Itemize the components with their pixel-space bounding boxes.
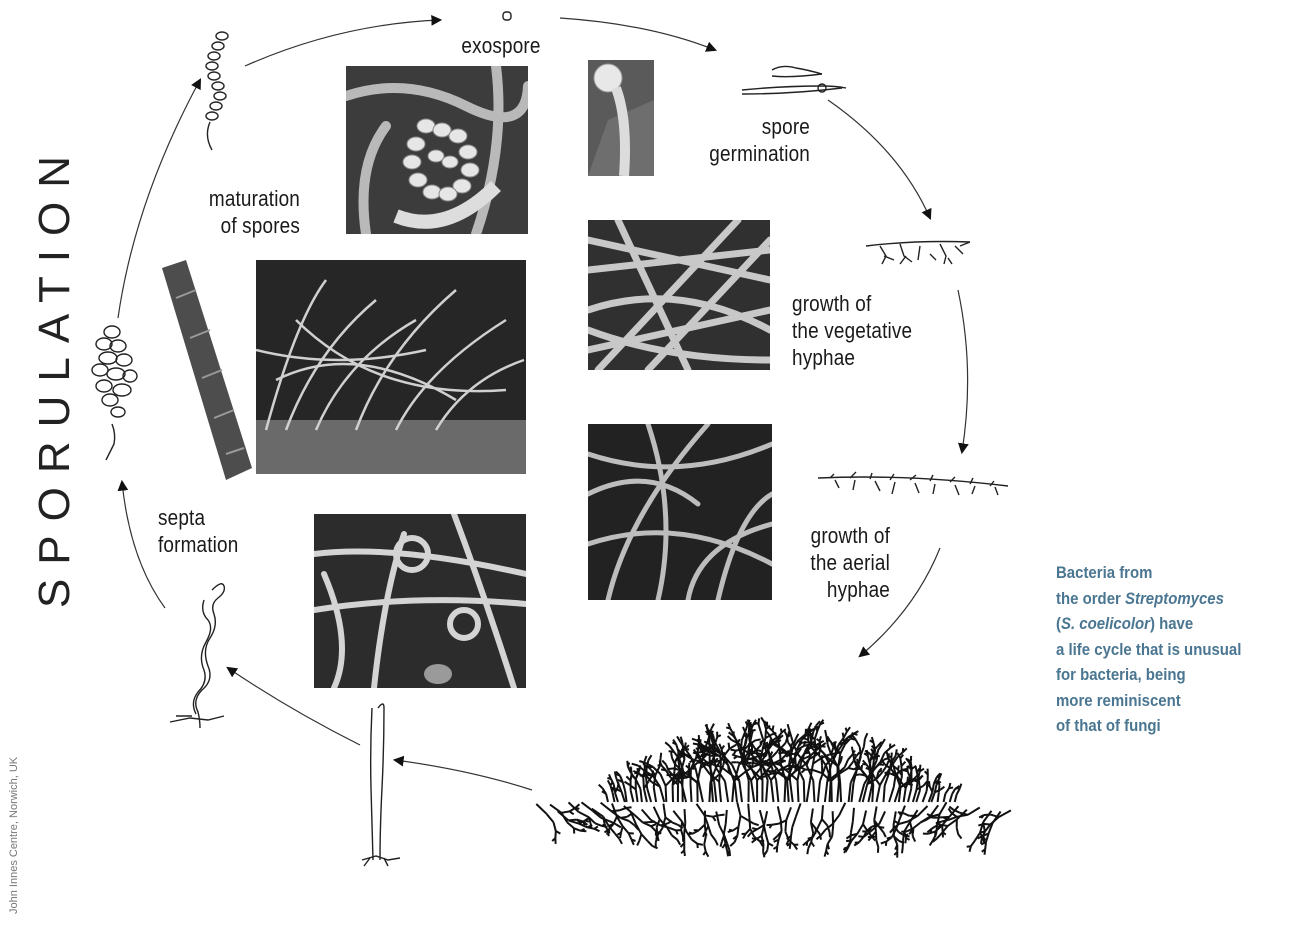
photo-vegetative-hyphae-image <box>588 220 770 370</box>
spore-chain-drawing <box>206 32 228 150</box>
side-note-species: S. coelicolor <box>1061 614 1150 633</box>
side-note-line3-text: ) have <box>1150 614 1193 633</box>
label-spore-germination-line1: spore <box>681 113 810 140</box>
label-growth-vegetative-line1: growth of <box>792 290 964 317</box>
photo-coiled-hyphae <box>314 514 526 688</box>
photo-germinating-spore-image <box>588 60 654 176</box>
photo-aerial-mycelium-image <box>256 260 526 474</box>
side-note-line3: (S. coelicolor) have <box>1056 611 1258 637</box>
side-note-line2: the order Streptomyces <box>1056 586 1258 612</box>
label-growth-vegetative: growth of the vegetative hyphae <box>792 290 964 371</box>
aerial-filament-drawing <box>362 704 400 866</box>
label-growth-aerial: growth of the aerial hyphae <box>761 522 890 603</box>
label-growth-aerial-line2: the aerial <box>761 549 890 576</box>
photo-aerial-mycelium <box>256 260 526 474</box>
label-growth-aerial-line3: hyphae <box>761 576 890 603</box>
exospore-drawing <box>503 12 511 20</box>
side-note-line5: for bacteria, being <box>1056 662 1258 688</box>
photo-spore-chains-image <box>346 66 528 234</box>
septa-drawing <box>170 584 224 728</box>
side-note-line1: Bacteria from <box>1056 560 1258 586</box>
label-growth-vegetative-line3: hyphae <box>792 344 964 371</box>
label-septa-formation: septa formation <box>158 504 270 558</box>
label-maturation-line2: of spores <box>171 212 300 239</box>
label-exospore: exospore <box>454 32 549 59</box>
label-spore-germination-line2: germination <box>681 140 810 167</box>
label-spore-germination: spore germination <box>681 113 810 167</box>
vegetative-drawing <box>866 242 970 265</box>
photo-spore-chains <box>346 66 528 234</box>
label-septa-formation-line1: septa <box>158 504 270 531</box>
side-note-line6: more reminiscent <box>1056 688 1258 714</box>
photo-septa-hypha <box>156 258 256 484</box>
photo-aerial-hyphae <box>588 424 772 600</box>
side-note-line7: of that of fungi <box>1056 713 1258 739</box>
photo-germinating-spore <box>588 60 654 176</box>
label-septa-formation-line2: formation <box>158 531 270 558</box>
colony-drawing <box>526 652 1026 926</box>
side-note-genus: Streptomyces <box>1125 589 1224 608</box>
side-note: Bacteria from the order Streptomyces (S.… <box>1056 560 1258 739</box>
photo-vegetative-hyphae <box>588 220 770 370</box>
photo-coiled-hyphae-image <box>314 514 526 688</box>
side-note-line2-text: the order <box>1056 589 1125 608</box>
germination-drawing <box>742 66 846 94</box>
label-maturation: maturation of spores <box>171 185 300 239</box>
label-growth-vegetative-line2: the vegetative <box>792 317 964 344</box>
label-maturation-line1: maturation <box>171 185 300 212</box>
photo-septa-hypha-image <box>156 258 256 484</box>
photo-aerial-hyphae-image <box>588 424 772 600</box>
sporulating-chain-drawing <box>92 326 137 460</box>
aerial-drawing <box>818 472 1008 495</box>
side-note-line4: a life cycle that is unusual <box>1056 637 1258 663</box>
label-growth-aerial-line1: growth of <box>761 522 890 549</box>
